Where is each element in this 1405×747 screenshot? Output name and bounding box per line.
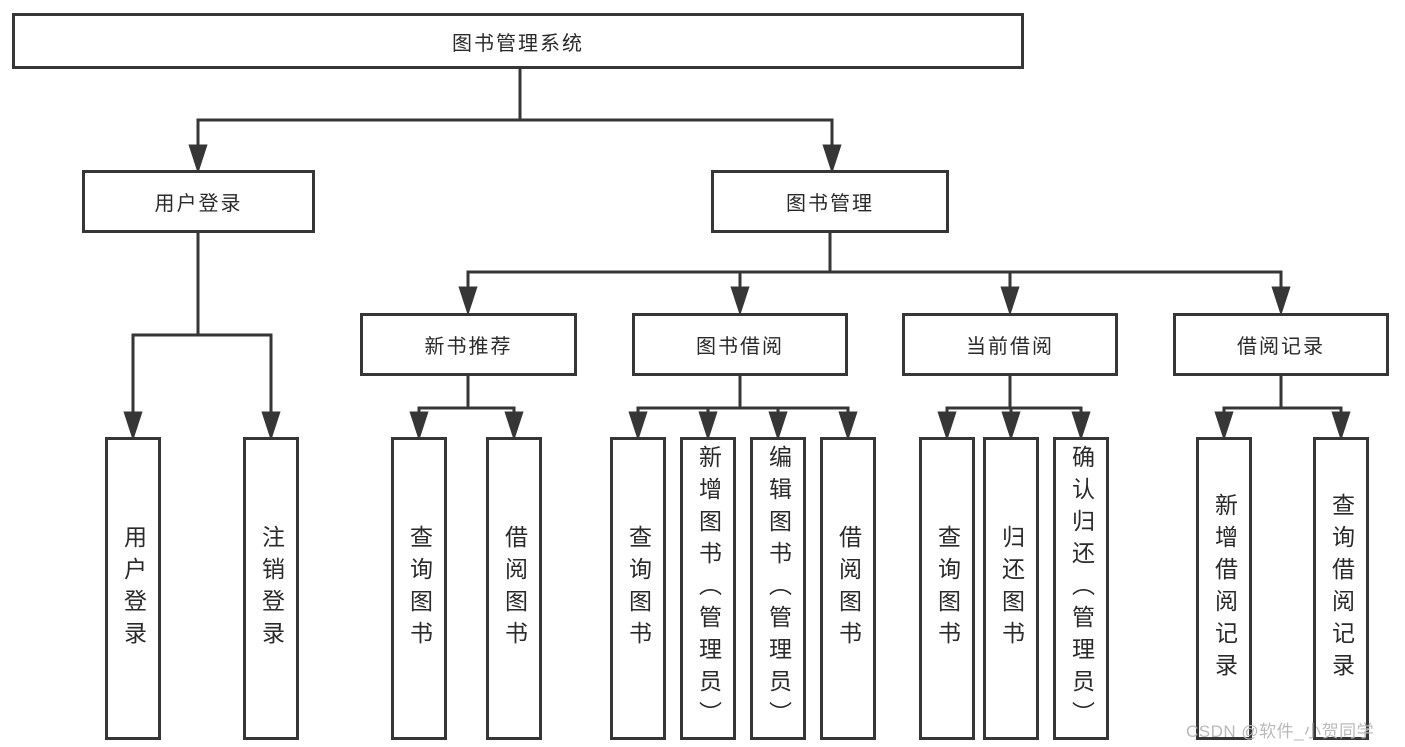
leaf-borrow-books-borrowing-label: 借阅图书 bbox=[835, 524, 862, 653]
node-book-management-label: 图书管理 bbox=[786, 193, 874, 215]
node-user-login-label: 用户登录 bbox=[154, 193, 243, 215]
node-user-login: 用户登录 bbox=[82, 170, 315, 233]
leaf-return-books: 归还图书 bbox=[983, 437, 1039, 740]
leaf-borrow-books-borrowing: 借阅图书 bbox=[820, 437, 876, 740]
leaf-borrow-books-recommend-label: 借阅图书 bbox=[501, 524, 528, 653]
leaf-edit-books-admin-label: 编辑图书（管理员） bbox=[765, 444, 792, 733]
node-current-borrowing: 当前借阅 bbox=[902, 313, 1118, 376]
node-root-label: 图书管理系统 bbox=[452, 32, 584, 55]
leaf-search-books-current: 查询图书 bbox=[919, 437, 975, 740]
connector-user-login bbox=[123, 233, 281, 441]
leaf-borrow-books-recommend: 借阅图书 bbox=[486, 437, 542, 740]
connector-borrow-records bbox=[1214, 376, 1351, 441]
leaf-search-books-recommend-label: 查询图书 bbox=[406, 524, 433, 653]
leaf-logout-label: 注销登录 bbox=[258, 524, 285, 653]
leaf-search-books-current-label: 查询图书 bbox=[934, 524, 961, 653]
leaf-edit-books-admin: 编辑图书（管理员） bbox=[750, 437, 806, 740]
node-book-borrowing: 图书借阅 bbox=[632, 313, 848, 376]
connector-root bbox=[188, 69, 842, 174]
csdn-watermark: CSDN @软件_小贺同学 bbox=[1186, 722, 1375, 741]
node-borrow-records-label: 借阅记录 bbox=[1237, 336, 1325, 358]
leaf-user-login: 用户登录 bbox=[105, 437, 161, 740]
leaf-add-books-admin: 新增图书（管理员） bbox=[680, 437, 736, 740]
node-current-borrowing-label: 当前借阅 bbox=[966, 336, 1054, 358]
node-new-book-recommendation-label: 新书推荐 bbox=[424, 336, 513, 358]
leaf-add-borrow-record-label: 新增借阅记录 bbox=[1211, 492, 1238, 685]
leaf-user-login-label: 用户登录 bbox=[120, 524, 147, 653]
node-book-borrowing-label: 图书借阅 bbox=[696, 336, 784, 358]
leaf-search-books-recommend: 查询图书 bbox=[391, 437, 447, 740]
leaf-search-borrow-record: 查询借阅记录 bbox=[1313, 437, 1369, 740]
connector-book-management bbox=[458, 233, 1291, 316]
connector-book-borrowing bbox=[628, 376, 858, 441]
leaf-confirm-return-admin-label: 确认归还（管理员） bbox=[1068, 444, 1095, 733]
leaf-return-books-label: 归还图书 bbox=[998, 524, 1025, 653]
node-root: 图书管理系统 bbox=[12, 13, 1024, 69]
leaf-search-borrow-record-label: 查询借阅记录 bbox=[1328, 492, 1355, 685]
connector-new-book-recommendation bbox=[409, 376, 524, 441]
leaf-add-books-admin-label: 新增图书（管理员） bbox=[695, 444, 722, 733]
leaf-logout: 注销登录 bbox=[243, 437, 299, 740]
leaf-search-books-borrowing: 查询图书 bbox=[610, 437, 666, 740]
connector-current-borrowing bbox=[937, 376, 1091, 441]
node-borrow-records: 借阅记录 bbox=[1173, 313, 1389, 376]
node-book-management: 图书管理 bbox=[711, 170, 949, 233]
leaf-confirm-return-admin: 确认归还（管理员） bbox=[1053, 437, 1109, 740]
leaf-search-books-borrowing-label: 查询图书 bbox=[625, 524, 652, 653]
leaf-add-borrow-record: 新增借阅记录 bbox=[1196, 437, 1252, 740]
node-new-book-recommendation: 新书推荐 bbox=[360, 313, 577, 376]
